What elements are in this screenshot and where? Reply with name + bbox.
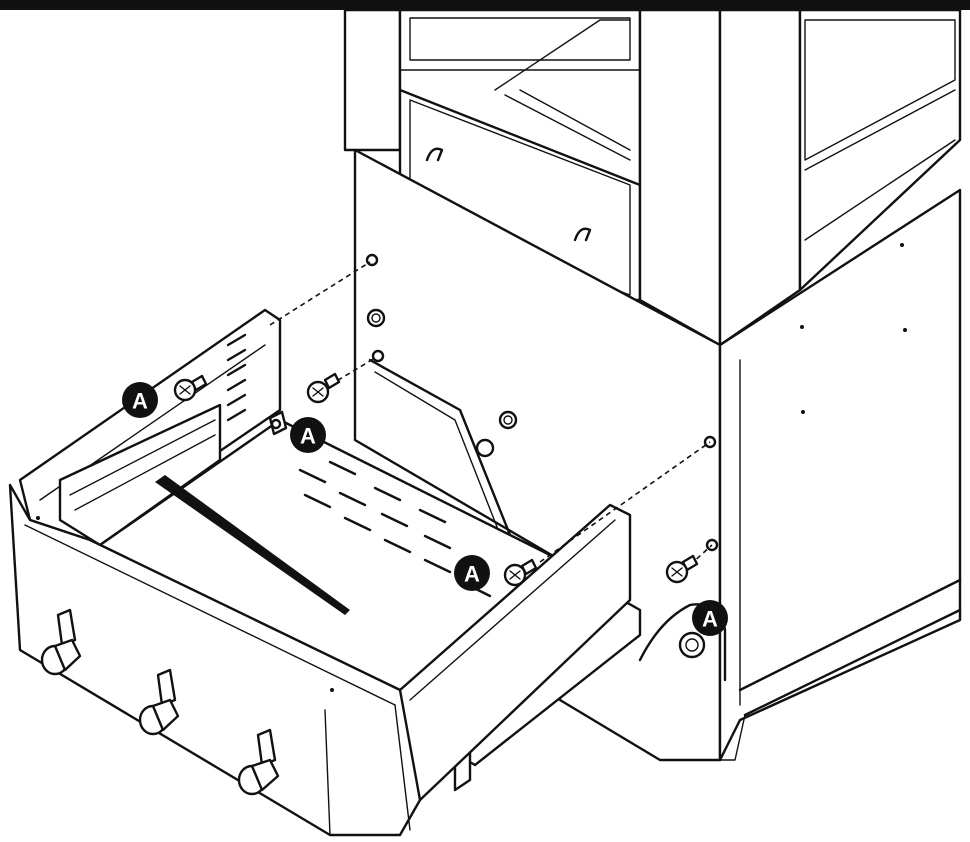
callout-a-1: A <box>122 382 158 418</box>
callout-a-2: A <box>290 417 326 453</box>
tool-rod <box>155 475 350 615</box>
screw-top-left <box>173 374 208 402</box>
control-knobs <box>40 608 280 796</box>
drawer <box>8 308 632 837</box>
callout-a-4: A <box>692 600 728 636</box>
callout-a-3: A <box>454 555 490 591</box>
upper-cabinet <box>343 8 962 347</box>
knob-2 <box>138 668 180 736</box>
side-vents <box>226 333 247 422</box>
screw-front-right <box>503 558 538 587</box>
knob-1 <box>40 608 82 676</box>
screw-cabinet-right <box>665 554 699 584</box>
callout-a-3-label: A <box>464 562 480 587</box>
callout-a-1-label: A <box>132 389 148 414</box>
callout-a-2-label: A <box>300 424 316 449</box>
screw-bracket <box>268 410 288 436</box>
screw-middle <box>306 372 341 404</box>
knob-3 <box>237 728 280 796</box>
callout-a-4-label: A <box>702 607 718 632</box>
top-border <box>0 0 970 10</box>
